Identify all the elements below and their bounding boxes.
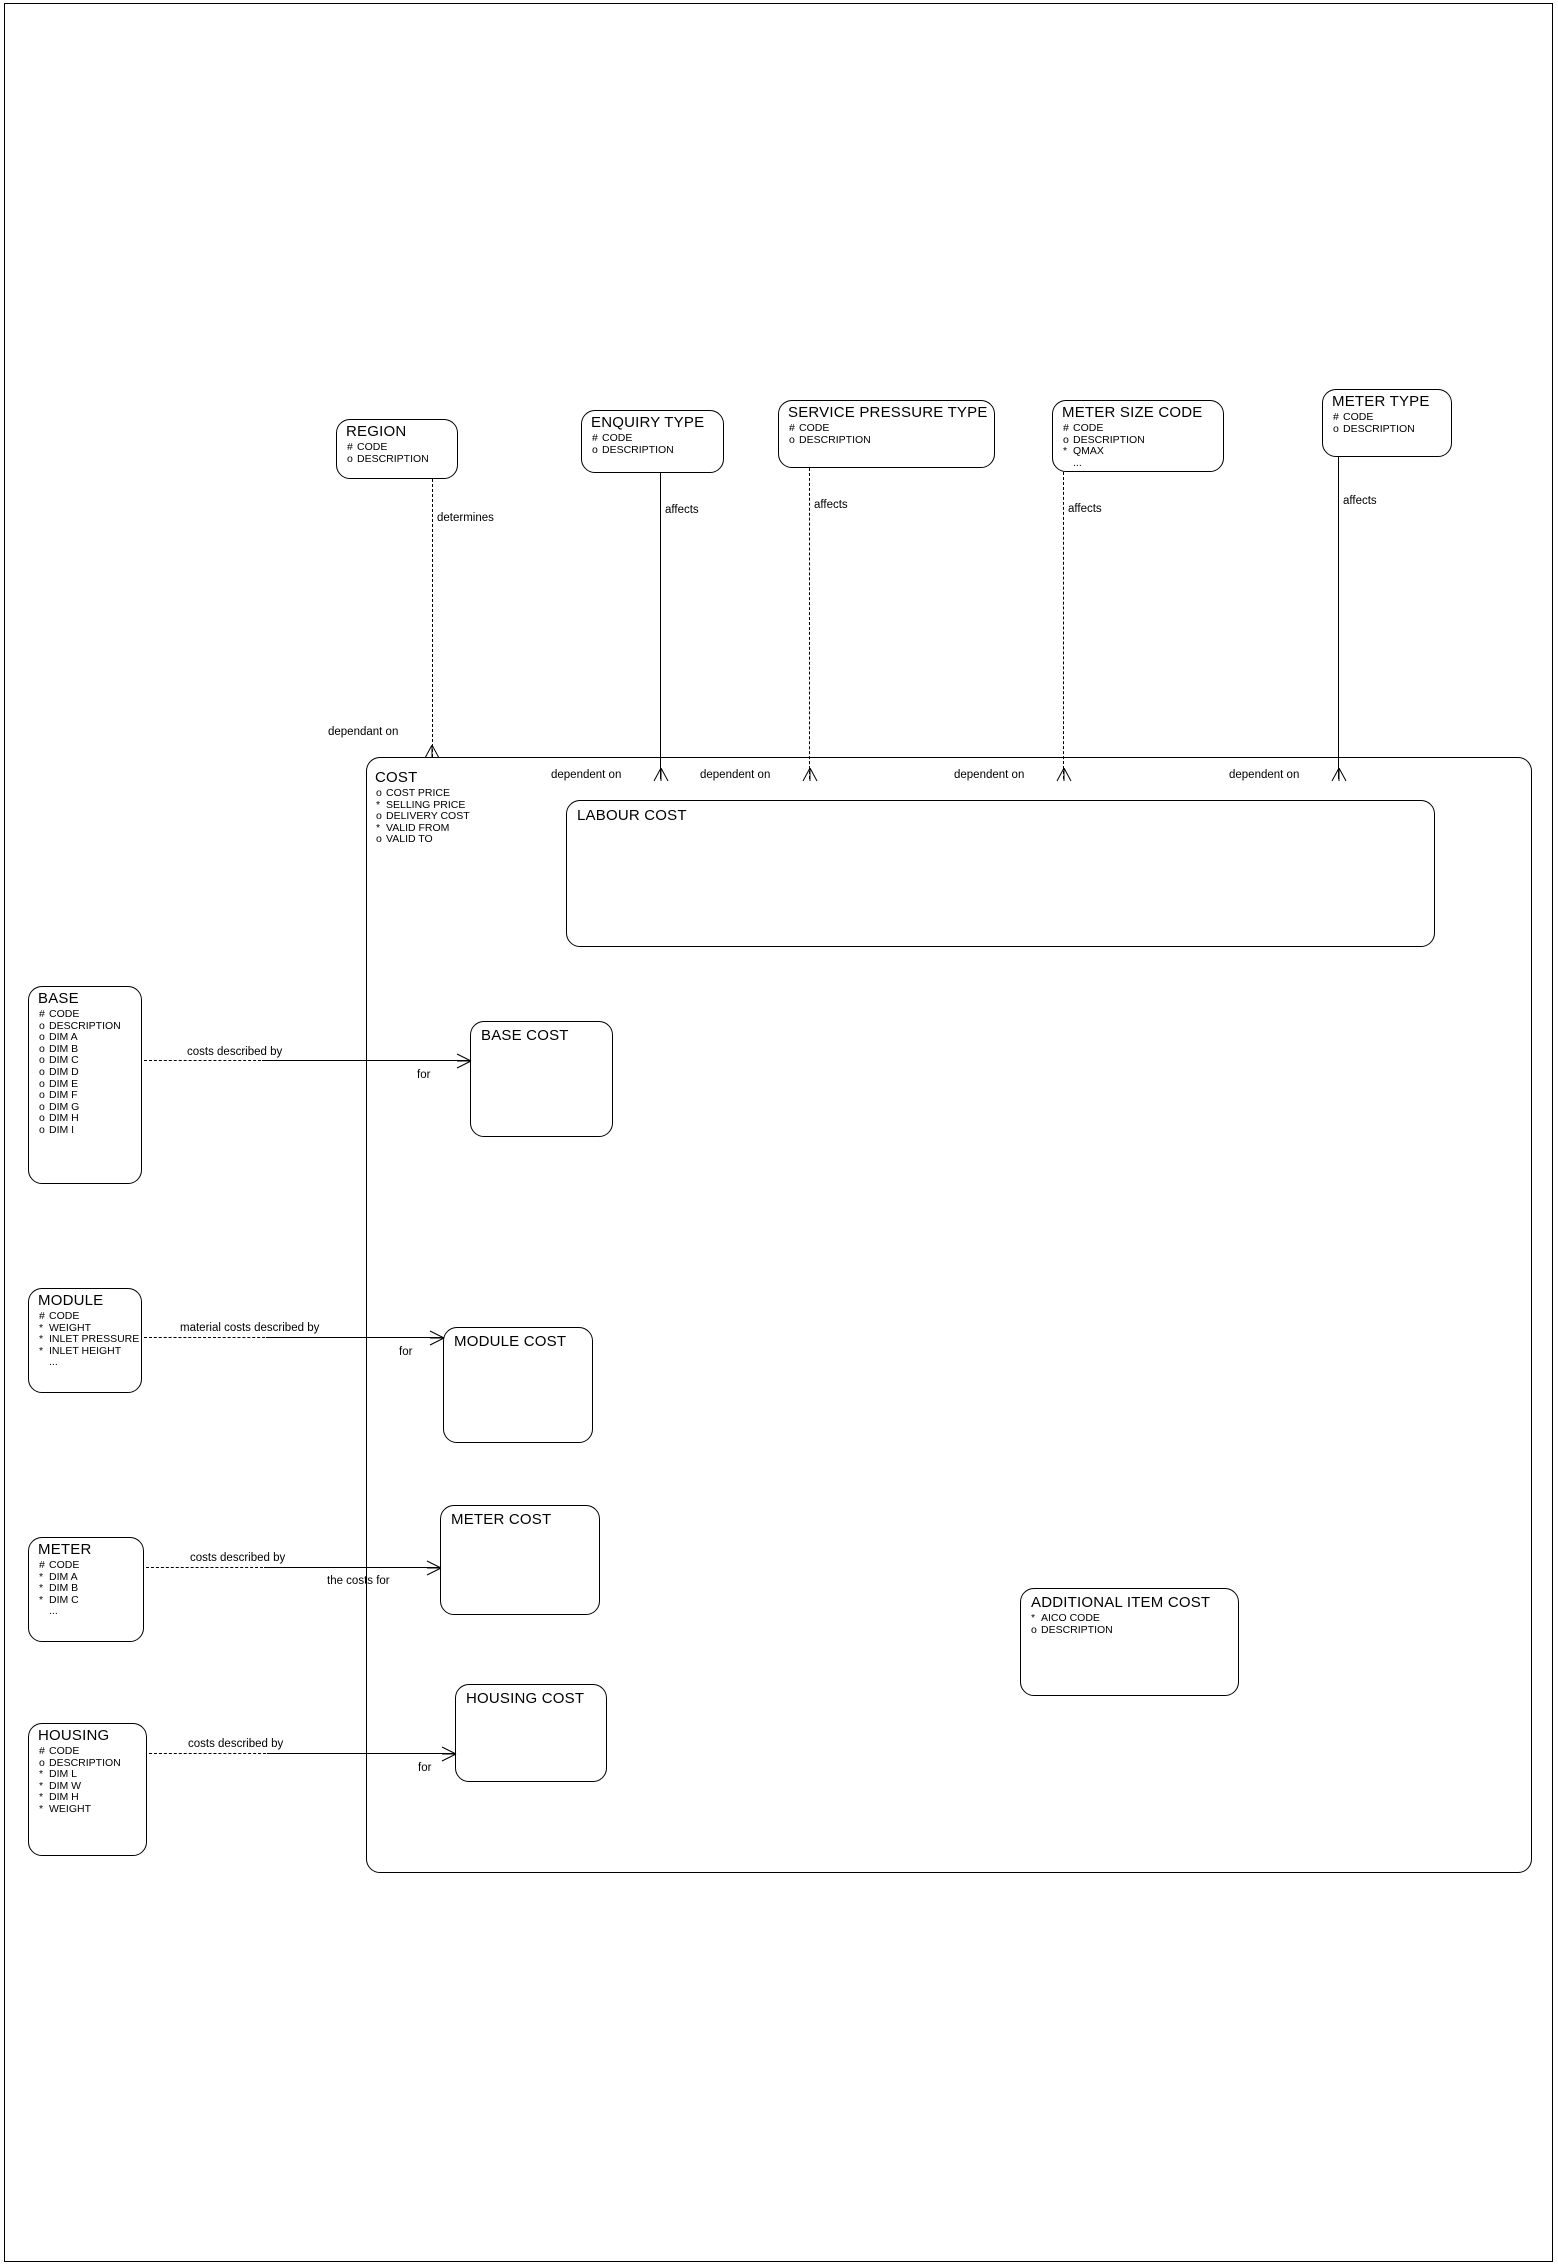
connector-housing-solid [267, 1753, 456, 1754]
label-affects-service-pressure: affects [814, 499, 848, 511]
label-affects-meter-type: affects [1343, 495, 1377, 507]
entity-base-cost[interactable]: BASE COST [470, 1021, 613, 1137]
entity-meter-cost-title: METER COST [451, 1511, 552, 1528]
entity-meter-type-title: METER TYPE [1332, 393, 1430, 410]
label-housing-for: for [418, 1762, 432, 1774]
label-base-for: for [417, 1069, 431, 1081]
entity-meter-attributes: #CODE *DIM A *DIM B *DIM C ... [39, 1559, 80, 1618]
label-module-material-costs-described-by: material costs described by [180, 1322, 320, 1334]
label-dependent-on-1: dependent on [551, 769, 622, 781]
entity-housing-cost-title: HOUSING COST [466, 1690, 585, 1707]
connector-meter-type-to-cost [1338, 457, 1339, 779]
connector-service-pressure-to-cost [809, 468, 810, 779]
entity-housing-title: HOUSING [38, 1727, 110, 1744]
connector-meter-solid [264, 1567, 441, 1568]
entity-cost-title: COST [375, 769, 418, 786]
label-affects-meter-size: affects [1068, 503, 1102, 515]
connector-base-dashed [144, 1060, 266, 1061]
entity-service-pressure-type-title: SERVICE PRESSURE TYPE [788, 404, 988, 421]
label-dependant-on: dependant on [328, 726, 399, 738]
entity-housing-cost[interactable]: HOUSING COST [455, 1684, 607, 1782]
label-meter-costs-described-by: costs described by [190, 1552, 286, 1564]
label-dependent-on-4: dependent on [1229, 769, 1300, 781]
label-meter-the-costs-for: the costs for [327, 1575, 390, 1587]
entity-region-title: REGION [346, 423, 407, 440]
connector-base-solid [262, 1060, 471, 1061]
entity-labour-cost[interactable]: LABOUR COST [566, 800, 1435, 947]
connector-meter-size-to-cost [1063, 472, 1064, 779]
label-determines: determines [437, 512, 494, 524]
connector-region-to-cost [432, 479, 433, 757]
label-module-for: for [399, 1346, 413, 1358]
entity-base-title: BASE [38, 990, 79, 1007]
entity-meter-size-code-title: METER SIZE CODE [1062, 404, 1203, 421]
entity-module-cost[interactable]: MODULE COST [443, 1327, 593, 1443]
entity-meter-title: METER [38, 1541, 92, 1558]
connector-meter-dashed [146, 1567, 268, 1568]
entity-module-title: MODULE [38, 1292, 104, 1309]
connector-enquiry-type-to-cost [660, 473, 661, 779]
connector-module-solid [266, 1337, 444, 1338]
label-affects-enquiry: affects [665, 504, 699, 516]
label-dependent-on-2: dependent on [700, 769, 771, 781]
entity-module[interactable]: MODULE #CODE *WEIGHT *INLET PRESSURE *IN… [28, 1288, 142, 1393]
entity-base-cost-title: BASE COST [481, 1027, 569, 1044]
entity-labour-cost-title: LABOUR COST [577, 807, 687, 824]
connector-housing-dashed [149, 1753, 271, 1754]
entity-cost[interactable] [366, 757, 1532, 1873]
connector-module-dashed [144, 1337, 270, 1338]
entity-enquiry-type-title: ENQUIRY TYPE [591, 414, 705, 431]
label-base-costs-described-by: costs described by [187, 1046, 283, 1058]
label-housing-costs-described-by: costs described by [188, 1738, 284, 1750]
entity-module-attributes: #CODE *WEIGHT *INLET PRESSURE *INLET HEI… [39, 1310, 140, 1369]
entity-meter-cost[interactable]: METER COST [440, 1505, 600, 1615]
label-dependent-on-3: dependent on [954, 769, 1025, 781]
entity-meter[interactable]: METER #CODE *DIM A *DIM B *DIM C ... [28, 1537, 144, 1642]
entity-module-cost-title: MODULE COST [454, 1333, 567, 1350]
entity-additional-item-cost-title: ADDITIONAL ITEM COST [1031, 1594, 1211, 1611]
